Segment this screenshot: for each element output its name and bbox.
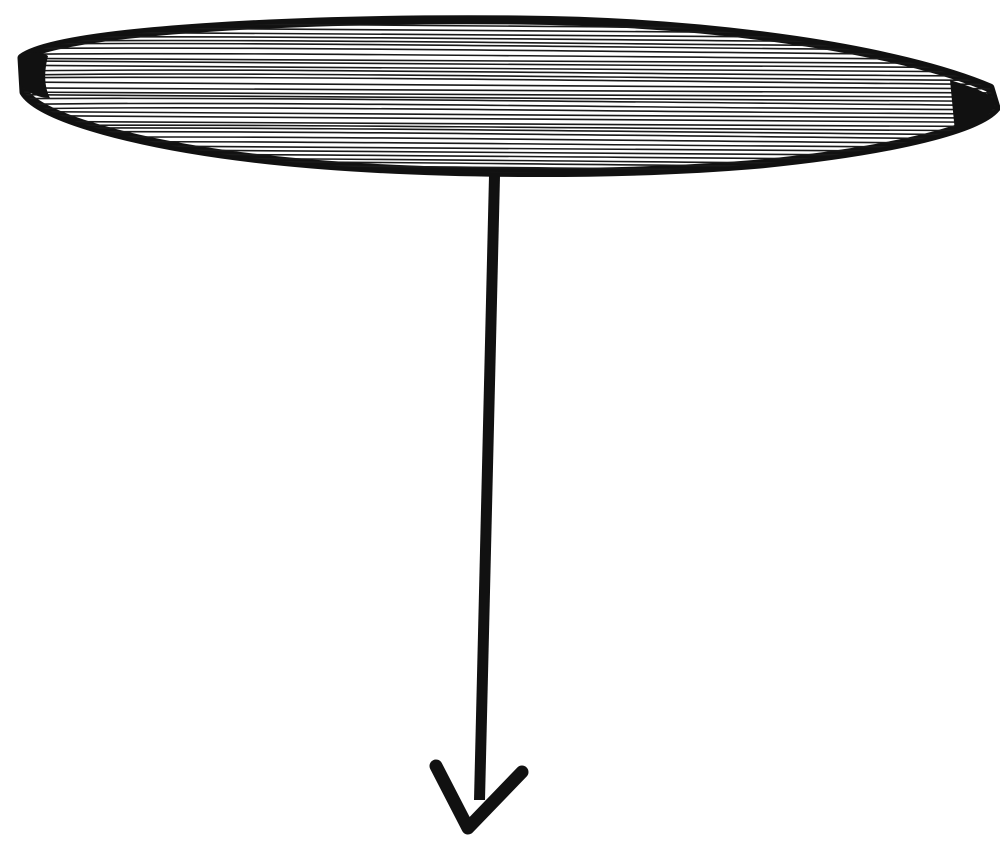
arrow-stem: [474, 176, 500, 800]
disc: [10, 20, 1000, 181]
down-arrow: [436, 176, 522, 828]
